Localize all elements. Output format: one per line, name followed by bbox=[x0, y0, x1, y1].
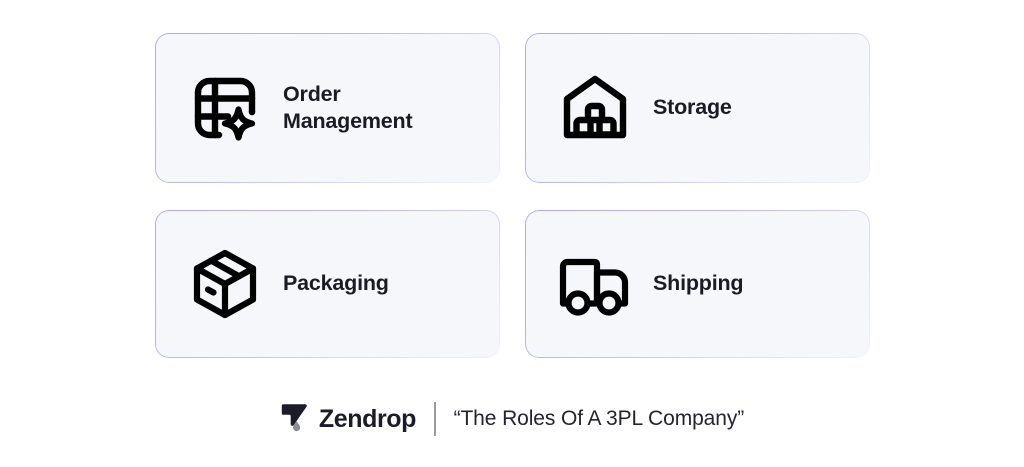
brand-lockup[interactable]: Zendrop bbox=[280, 401, 416, 438]
card-shipping[interactable]: Shipping bbox=[525, 210, 870, 358]
zendrop-logo-mark bbox=[280, 401, 310, 438]
footer-branding: Zendrop “The Roles Of A 3PL Company” bbox=[0, 398, 1024, 440]
card-content: Order Management bbox=[165, 66, 500, 150]
card-content: Storage bbox=[535, 66, 870, 150]
card-content: Shipping bbox=[535, 242, 870, 326]
footer-tagline: “The Roles Of A 3PL Company” bbox=[453, 407, 745, 430]
card-content: Packaging bbox=[165, 242, 500, 326]
card-storage[interactable]: Storage bbox=[525, 33, 870, 183]
warehouse-boxes-icon bbox=[553, 66, 637, 150]
brand-name: Zendrop bbox=[318, 404, 417, 433]
label-line-1: Order bbox=[283, 81, 341, 106]
card-label-shipping: Shipping bbox=[653, 271, 744, 296]
card-packaging[interactable]: Packaging bbox=[155, 210, 500, 358]
package-box-icon bbox=[183, 242, 267, 326]
footer-divider bbox=[434, 402, 436, 436]
roles-card-grid: Order Management bbox=[155, 33, 870, 358]
order-grid-sparkle-icon bbox=[183, 66, 267, 150]
card-label-order-management: Order Management bbox=[283, 81, 413, 136]
label-line-2: Management bbox=[283, 109, 413, 133]
card-label-packaging: Packaging bbox=[283, 271, 389, 296]
delivery-truck-icon bbox=[553, 242, 637, 326]
card-label-storage: Storage bbox=[653, 95, 732, 120]
card-order-management[interactable]: Order Management bbox=[155, 33, 500, 183]
